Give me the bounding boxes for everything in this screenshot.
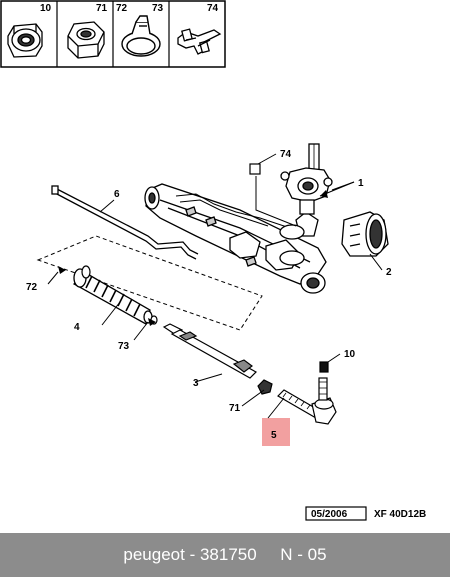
date-label: 05/2006 [311,509,348,520]
caption-bar: peugeot - 381750 N - 05 [0,533,450,577]
transfer-pipe [51,185,199,260]
inner-tie-rod [162,323,257,379]
boot-clip-inner [81,265,158,325]
callout-71: 71 [229,403,241,414]
lock-nut [257,379,273,395]
callout-2: 2 [386,267,392,278]
legend-label-72: 72 [116,3,128,14]
parts-legend: 10 71 72 73 74 [0,0,226,68]
leader-lines [47,153,383,419]
callout-5: 5 [271,430,277,441]
steering-rack-housing [144,183,327,294]
legend-label-10: 10 [40,3,52,14]
part-5-highlight [262,418,290,446]
callout-3: 3 [193,378,199,389]
callout-72: 72 [26,282,38,293]
legend-label-71: 71 [96,3,108,14]
legend-label-73: 73 [152,3,164,14]
callout-74: 74 [280,149,292,160]
square-pin-74 [249,163,261,175]
arrow-72 [58,266,66,274]
mounting-bush [341,211,389,257]
connector-clip-icon [177,28,222,55]
bellows-boot [72,268,153,325]
nut-collar-icon [7,23,43,58]
callout-6: 6 [114,189,120,200]
legend-label-74: 74 [207,3,219,14]
hose-clip-icon [121,15,161,57]
caption-text: peugeot - 381750 N - 05 [123,545,327,564]
callout-10: 10 [344,349,356,360]
callout-4: 4 [74,322,80,333]
boot-kit-frame [36,235,263,331]
callout-73: 73 [118,341,130,352]
date-box [305,506,367,521]
arrow-1 [320,190,328,198]
tie-rod-end [277,361,337,425]
valve-housing [280,143,333,215]
arrow-73 [148,318,156,326]
callout-1: 1 [358,178,364,189]
reference-code: XF 40D12B [374,509,426,520]
hex-nut-icon [67,21,105,59]
